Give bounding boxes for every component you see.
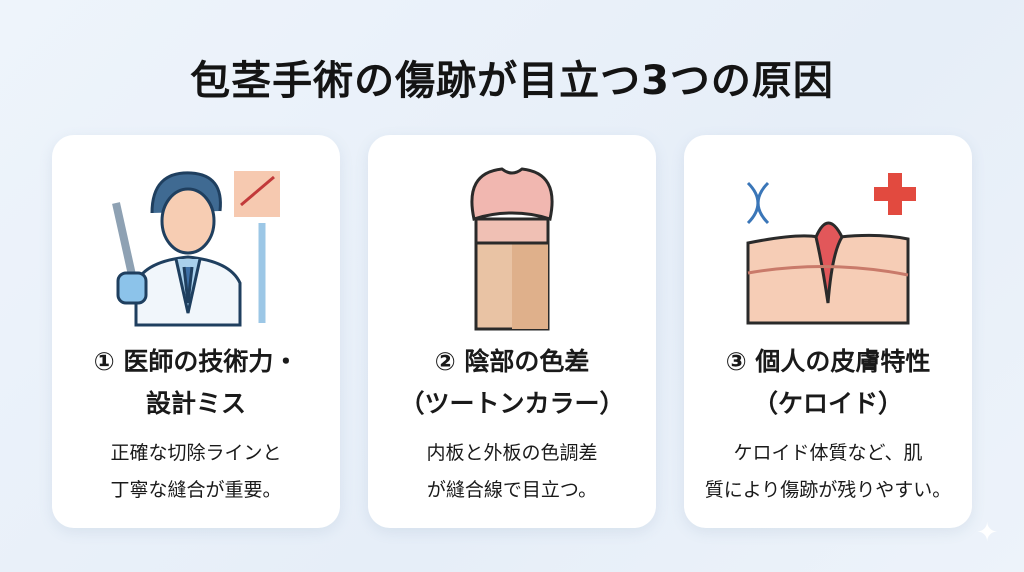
description-line: が縫合線で目立つ。 (426, 479, 598, 501)
doctor-illustration-icon (112, 171, 280, 327)
card-description: 内板と外板の色調差 が縫合線で目立つ。 (378, 435, 646, 509)
two-tone-illustration-icon (470, 167, 554, 331)
heading-line: （ツートンカラー） (399, 389, 625, 418)
keloid-skin-illustration-icon (746, 173, 916, 325)
description-line: 質により傷跡が残りやすい。 (704, 479, 952, 501)
description-line: 丁寧な縫合が重要。 (110, 479, 282, 501)
card-surgeon-skill: ① 医師の技術力・ 設計ミス 正確な切除ラインと 丁寧な縫合が重要。 (52, 135, 340, 528)
sparkle-icon: ✦ (976, 518, 998, 548)
heading-line: ② 陰部の色差 (434, 347, 590, 376)
card-heading: ① 医師の技術力・ 設計ミス (52, 341, 340, 425)
card-color-difference: ② 陰部の色差 （ツートンカラー） 内板と外板の色調差 が縫合線で目立つ。 (368, 135, 656, 528)
description-line: ケロイド体質など、肌 (733, 442, 923, 464)
card-description: 正確な切除ラインと 丁寧な縫合が重要。 (62, 435, 330, 509)
description-line: 正確な切除ラインと (110, 442, 282, 464)
page-title: 包茎手術の傷跡が目立つ3つの原因 (190, 58, 834, 104)
card-description: ケロイド体質など、肌 質により傷跡が残りやすい。 (694, 435, 962, 509)
card-skin-keloid: ③ 個人の皮膚特性 （ケロイド） ケロイド体質など、肌 質により傷跡が残りやすい… (684, 135, 972, 528)
heading-line: ③ 個人の皮膚特性 (725, 347, 931, 376)
heading-line: 設計ミス (145, 389, 246, 418)
card-heading: ② 陰部の色差 （ツートンカラー） (368, 341, 656, 425)
heading-line: ① 医師の技術力・ (93, 347, 299, 376)
description-line: 内板と外板の色調差 (426, 442, 598, 464)
card-heading: ③ 個人の皮膚特性 （ケロイド） (684, 341, 972, 425)
heading-line: （ケロイド） (752, 389, 903, 418)
